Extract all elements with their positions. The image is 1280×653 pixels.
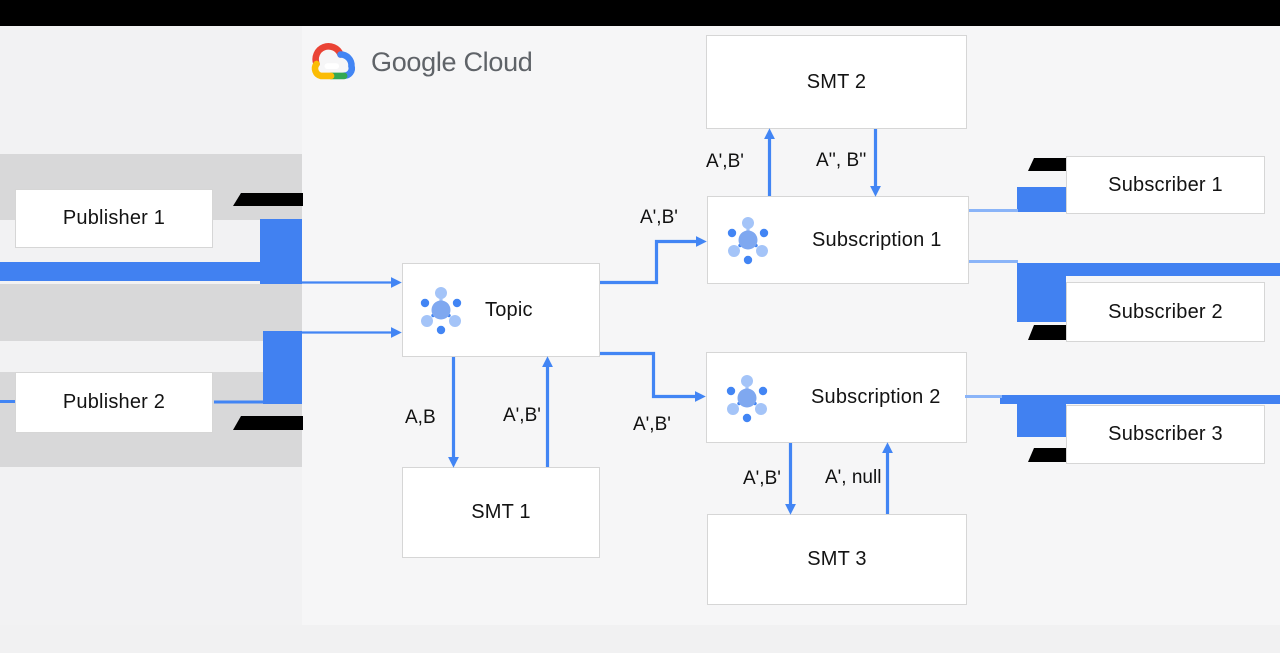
node-subscriber-2: Subscriber 2	[1066, 282, 1265, 342]
top-black-bar	[0, 0, 1280, 26]
node-publisher-1: Publisher 1	[15, 189, 213, 248]
node-smt-2: SMT 2	[706, 35, 967, 129]
node-label: Subscription 1	[812, 228, 942, 251]
highlight-block	[1017, 263, 1066, 322]
edge-label-subscription2-to-smt3: A',B'	[743, 468, 781, 489]
node-label: SMT 1	[471, 501, 531, 523]
node-label: Topic	[485, 298, 533, 321]
node-subscription-1: Subscription 1	[707, 196, 969, 284]
bottom-strip	[0, 625, 1280, 653]
edge-label-smt2-to-subscription1: A'', B''	[816, 150, 867, 171]
highlight-block	[263, 331, 302, 404]
node-subscriber-3: Subscriber 3	[1066, 405, 1265, 464]
node-label: Subscriber 1	[1108, 173, 1223, 196]
node-subscriber-1: Subscriber 1	[1066, 156, 1265, 214]
node-smt-1: SMT 1	[402, 467, 600, 558]
edge-label-smt3-to-subscription2: A', null	[825, 467, 882, 488]
redaction-blob	[233, 416, 303, 430]
highlight-block	[1017, 187, 1066, 212]
edge-label-smt1-to-topic: A',B'	[503, 405, 541, 426]
node-label: Publisher 1	[62, 207, 166, 229]
pubsub-subscription-icon	[726, 374, 768, 422]
node-label: Subscription 2	[811, 386, 941, 408]
node-label: Publisher 2	[62, 391, 166, 413]
highlight-bar	[1000, 395, 1280, 404]
node-topic: Topic	[402, 263, 600, 357]
redaction-band	[0, 284, 302, 341]
redaction-blob	[1028, 158, 1066, 171]
redaction-blob	[1028, 325, 1066, 340]
edge-label-topic-to-smt1: A,B	[405, 407, 436, 428]
edge-topic-to-subscription1	[600, 236, 707, 285]
node-smt-3: SMT 3	[707, 514, 967, 605]
node-label: Subscriber 3	[1108, 423, 1223, 445]
edge-label-subscription1-to-smt2: A',B'	[706, 151, 744, 172]
pubsub-topic-icon	[420, 287, 462, 335]
highlight-bar	[1017, 263, 1280, 276]
pubsub-subscription-icon	[727, 217, 769, 265]
node-label: SMT 3	[807, 548, 867, 570]
node-label: Subscriber 2	[1108, 300, 1223, 323]
node-label: SMT 2	[806, 70, 867, 93]
highlight-block	[1017, 395, 1066, 437]
redaction-blob	[1028, 448, 1066, 462]
redaction-blob	[233, 193, 303, 206]
edge-topic-to-subscription2	[600, 351, 706, 402]
google-cloud-logo-text: Google Cloud	[371, 46, 533, 77]
edge-label-topic-to-subscription1: A',B'	[640, 207, 678, 228]
highlight-block	[260, 219, 302, 284]
node-publisher-2: Publisher 2	[15, 372, 213, 433]
node-subscription-2: Subscription 2	[706, 352, 967, 443]
google-cloud-logo-icon	[311, 42, 356, 79]
edge-label-topic-to-subscription2: A',B'	[633, 414, 671, 435]
highlight-bar	[0, 262, 260, 281]
google-cloud-logo: Google Cloud	[310, 38, 533, 86]
